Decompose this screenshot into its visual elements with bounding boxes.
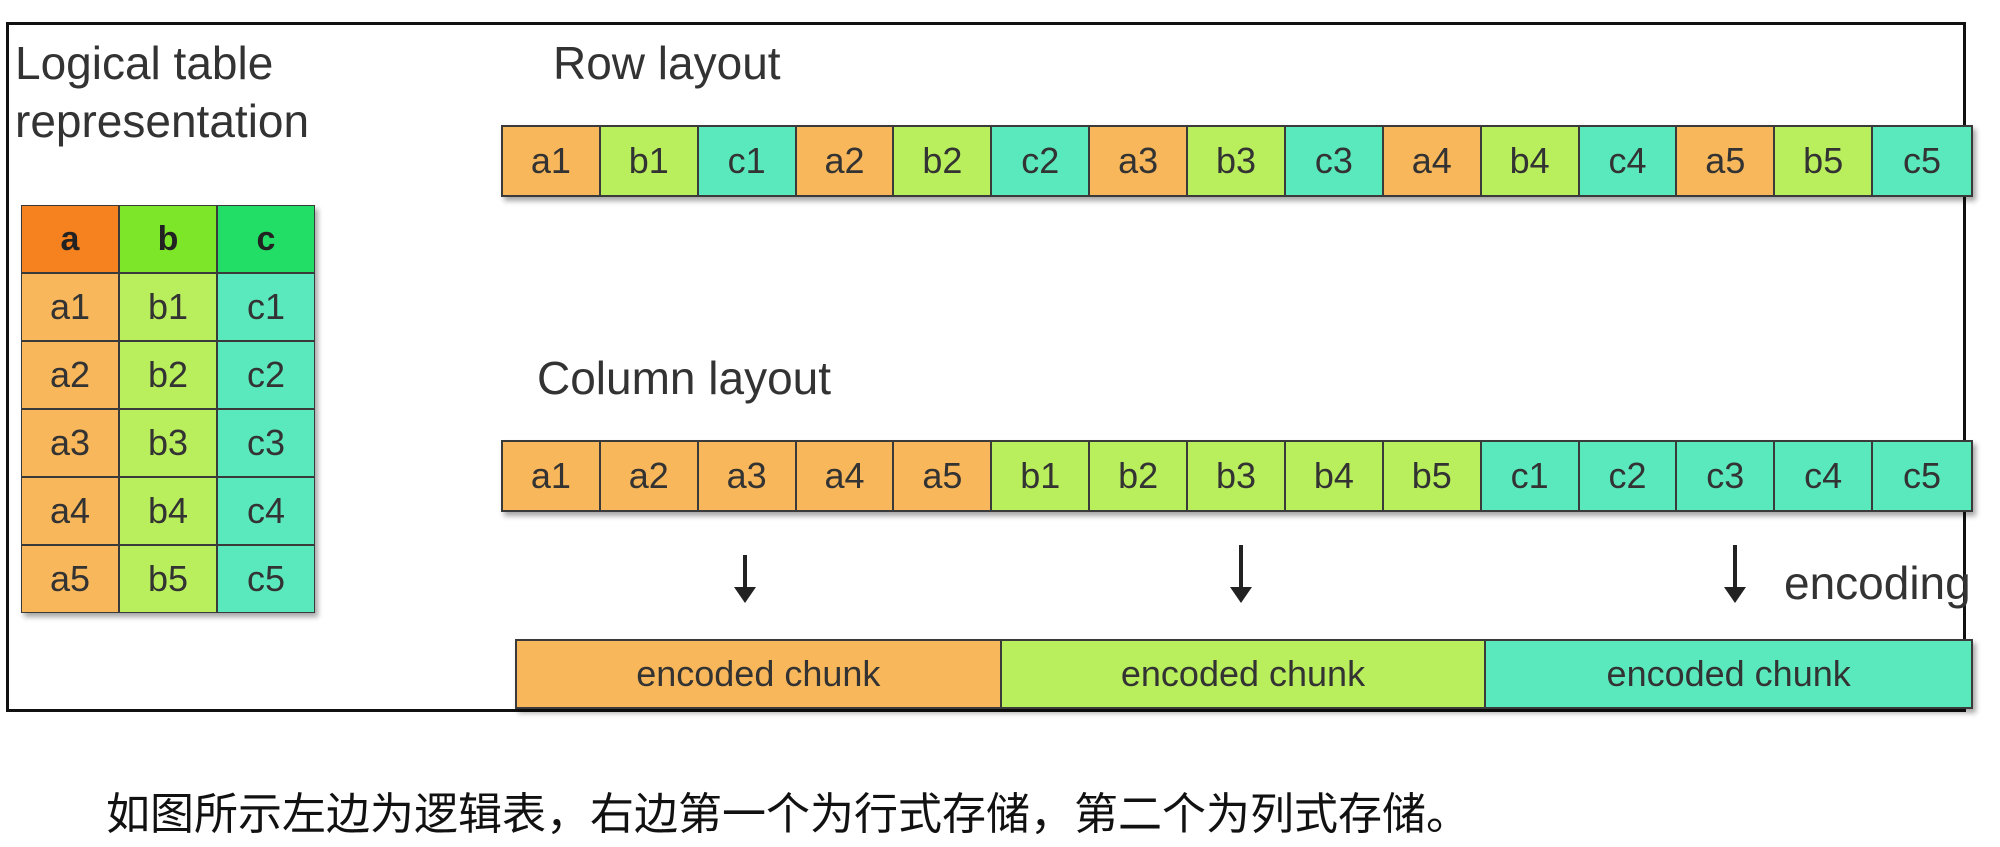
- row-layout-cell: b3: [1188, 127, 1286, 195]
- column-layout-cell: c4: [1775, 442, 1874, 510]
- table-cell: a2: [21, 341, 119, 409]
- column-layout-cell: a3: [698, 442, 797, 510]
- table-header-cell: b: [119, 205, 217, 273]
- table-cell: c1: [217, 273, 315, 341]
- encoded-chunk: encoded chunk: [1001, 641, 1487, 707]
- table-cell: a5: [21, 545, 119, 613]
- table-cell: c5: [217, 545, 315, 613]
- column-layout-label: Column layout: [537, 352, 832, 404]
- table-cell: b4: [119, 477, 217, 545]
- down-arrow-icon: [1724, 545, 1746, 603]
- column-layout-cell: b5: [1383, 442, 1482, 510]
- row-layout-cell: c1: [698, 127, 797, 195]
- table-cell: b5: [119, 545, 217, 613]
- row-layout-cell: a3: [1090, 127, 1189, 195]
- column-layout-cell: b4: [1285, 442, 1384, 510]
- row-layout-cell: b5: [1775, 127, 1874, 195]
- encoding-label: encoding: [1784, 557, 1971, 609]
- column-layout-cell: c1: [1481, 442, 1580, 510]
- table-header-cell: a: [21, 205, 119, 273]
- row-layout-cell: a4: [1383, 127, 1482, 195]
- column-layout-cell: a1: [503, 442, 601, 510]
- row-layout-label: Row layout: [553, 37, 781, 89]
- table-cell: a4: [21, 477, 119, 545]
- row-layout-cell: b1: [600, 127, 699, 195]
- column-layout-cell: a4: [796, 442, 895, 510]
- table-cell: a3: [21, 409, 119, 477]
- table-cell: b2: [119, 341, 217, 409]
- caption: 如图所示左边为逻辑表，右边第一个为行式存储，第二个为列式存储。: [106, 789, 1470, 840]
- table-cell: c2: [217, 341, 315, 409]
- column-layout-cell: c5: [1873, 442, 1971, 510]
- table-cell: b1: [119, 273, 217, 341]
- row-layout-cell: c4: [1579, 127, 1678, 195]
- table-cell: b3: [119, 409, 217, 477]
- table-cell: a1: [21, 273, 119, 341]
- table-cell: c4: [217, 477, 315, 545]
- row-layout-cell: c2: [992, 127, 1091, 195]
- column-layout-cell: c2: [1579, 442, 1678, 510]
- column-layout-cell: b3: [1188, 442, 1286, 510]
- down-arrow-icon: [1230, 545, 1252, 603]
- row-layout-cell: c5: [1873, 127, 1971, 195]
- column-layout-cell: b1: [992, 442, 1091, 510]
- column-layout-cell: b2: [1090, 442, 1189, 510]
- row-layout-cell: b4: [1481, 127, 1580, 195]
- table-cell: c3: [217, 409, 315, 477]
- column-layout-cell: c3: [1677, 442, 1776, 510]
- column-layout-cell: a5: [894, 442, 993, 510]
- row-layout-cell: a1: [503, 127, 601, 195]
- column-layout-cell: a2: [600, 442, 699, 510]
- encoded-chunk: encoded chunk: [1486, 641, 1971, 707]
- table-header-cell: c: [217, 205, 315, 273]
- logical-table-label: Logical table representation: [15, 37, 310, 147]
- down-arrow-icon: [734, 555, 756, 603]
- row-layout-cell: a2: [796, 127, 895, 195]
- row-layout-cell: b2: [894, 127, 993, 195]
- encoded-chunk: encoded chunk: [517, 641, 1002, 707]
- row-layout-cell: c3: [1285, 127, 1384, 195]
- row-layout-cell: a5: [1677, 127, 1776, 195]
